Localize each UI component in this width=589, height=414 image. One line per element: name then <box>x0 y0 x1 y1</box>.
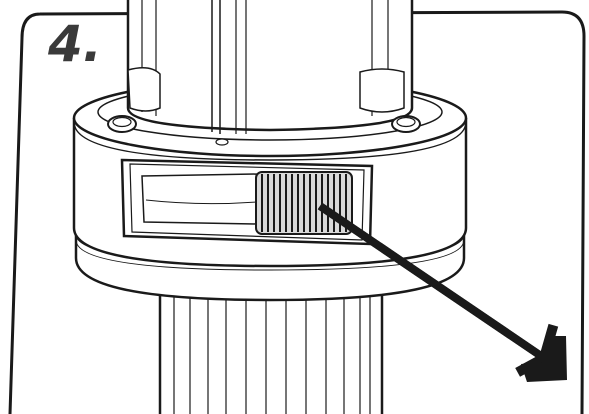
direction-arrow-icon <box>317 202 567 382</box>
small-pin <box>215 138 229 146</box>
grip-dial-icon <box>255 171 353 235</box>
lower-cylinder <box>158 284 384 414</box>
screw-right <box>391 115 421 133</box>
screw-left <box>107 115 137 133</box>
step-number: 4. <box>44 16 108 72</box>
panel-frame <box>8 10 586 414</box>
upper-column <box>126 0 414 134</box>
